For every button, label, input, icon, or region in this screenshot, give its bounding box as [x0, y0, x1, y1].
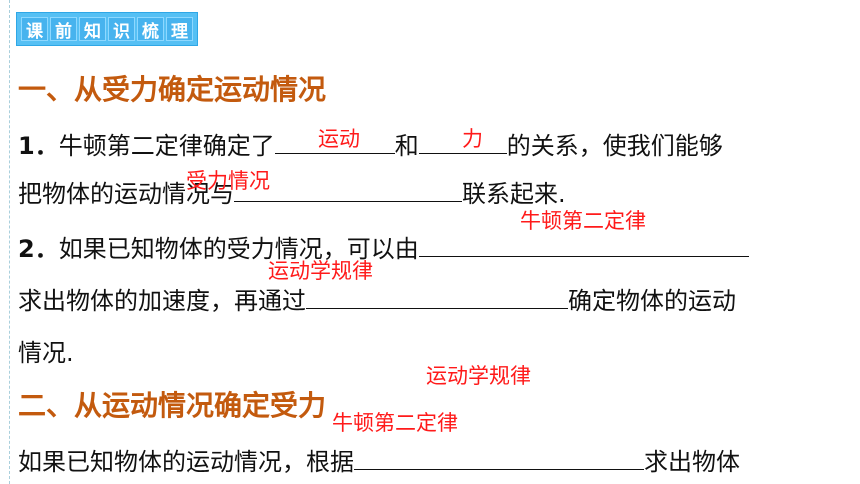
- text-run: 如果已知物体的运动情况，根据: [18, 448, 354, 476]
- answer-force-condition: 受力情况: [186, 169, 270, 193]
- section2-paragraph-line1: 如果已知物体的运动情况，根据 求出物体: [18, 449, 740, 474]
- answer-motion: 运动: [318, 127, 360, 151]
- badge-char: 课: [21, 17, 48, 42]
- fill-blank: [306, 288, 568, 309]
- text-run: 把物体的运动情况与: [18, 180, 234, 208]
- paragraph2-line2: 求出物体的加速度，再通过 确定物体的运动: [18, 288, 736, 313]
- section1-heading: 一、从受力确定运动情况: [18, 73, 327, 106]
- paragraph1-line2: 把物体的运动情况与 联系起来.: [18, 181, 566, 206]
- paragraph2-line3: 情况.: [18, 339, 74, 367]
- badge-char: 知: [79, 17, 106, 42]
- text-run: 牛顿第二定律确定了: [58, 132, 275, 160]
- left-dashed-rule: [9, 0, 11, 484]
- fill-blank: [354, 449, 644, 470]
- answer-newton-second-law: 牛顿第二定律: [332, 411, 458, 435]
- badge-char: 理: [166, 17, 193, 42]
- fill-blank: [418, 133, 507, 154]
- text-run: 的关系，使我们能够: [506, 132, 723, 160]
- paragraph1-line1: 1．牛顿第二定律确定了 和 的关系，使我们能够: [18, 133, 723, 158]
- fill-blank: [234, 181, 462, 202]
- answer-kinematics: 运动学规律: [426, 364, 531, 388]
- item-number: 2．: [18, 235, 59, 263]
- paragraph2-line1: 2．如果已知物体的受力情况，可以由: [18, 236, 749, 261]
- badge-char: 识: [108, 17, 135, 42]
- fill-blank: [418, 236, 749, 257]
- badge-char: 前: [50, 17, 77, 42]
- fill-blank: [274, 133, 395, 154]
- text-run: 求出物体的加速度，再通过: [18, 287, 306, 315]
- text-run: 联系起来.: [462, 180, 566, 208]
- section2-heading: 二、从运动情况确定受力: [18, 389, 327, 422]
- text-run: 和: [394, 132, 419, 160]
- text-run: 求出物体: [644, 448, 740, 476]
- text-run: 如果已知物体的受力情况，可以由: [58, 235, 419, 263]
- answer-newton-second-law: 牛顿第二定律: [520, 209, 646, 233]
- item-number: 1．: [18, 132, 59, 160]
- text-run: 确定物体的运动: [568, 287, 736, 315]
- answer-force: 力: [462, 127, 483, 151]
- answer-kinematics: 运动学规律: [268, 259, 373, 283]
- badge-char: 梳: [137, 17, 164, 42]
- section-badge: 课 前 知 识 梳 理: [16, 12, 198, 46]
